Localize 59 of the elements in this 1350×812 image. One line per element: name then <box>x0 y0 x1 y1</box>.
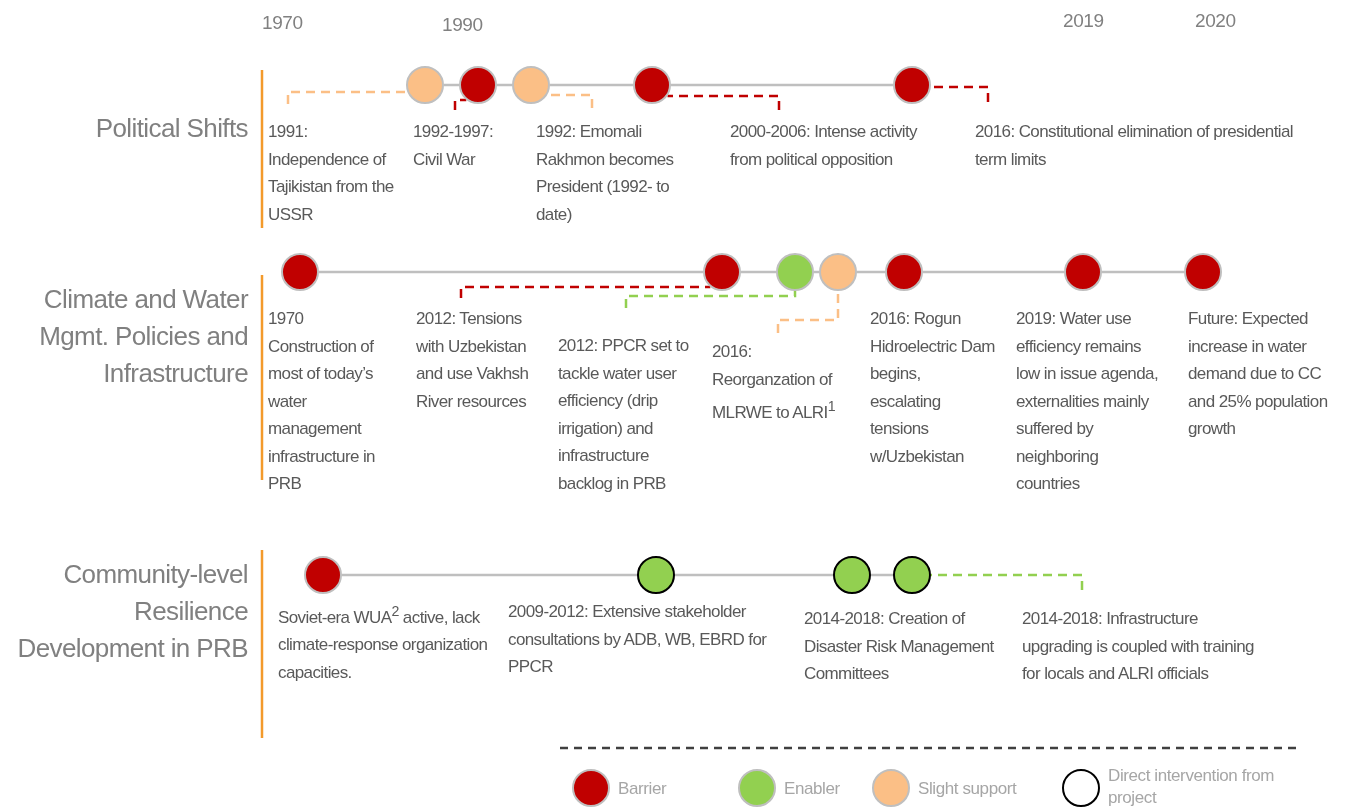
event-text: Soviet-era WUA$^{2}$ active, lack climate-response organization capacities. <box>278 602 489 684</box>
timeline-line <box>342 573 637 577</box>
timeline-dot <box>776 253 814 291</box>
timeline-dot <box>637 556 675 594</box>
timeline-line <box>741 270 776 274</box>
leader-line <box>624 291 797 308</box>
event-text: 2012: Tensions with Uzbekistan and use Vakhsh River resources <box>416 298 548 415</box>
timeline-dot <box>703 253 741 291</box>
timeline-dot <box>893 556 931 594</box>
timeline-line <box>871 573 893 577</box>
event-text: 2000-2006: Intense activity from political opposition <box>730 110 920 173</box>
event-text: 2016: Constitutional elimination of presidential term limits <box>975 102 1325 173</box>
timeline-line <box>675 573 833 577</box>
event-text: 1970 Construction of most of today’s water management infrastructure in PRB <box>268 308 376 495</box>
leader-line <box>286 90 408 104</box>
event-text: 2014-2018: Creation of Disaster Risk Management Committees <box>804 608 995 685</box>
legend-label: Enabler <box>784 778 841 800</box>
event-text: 2009-2012: Extensive stakeholder consultations by ADB, WB, EBRD for PPCR <box>508 601 768 678</box>
timeline-dot <box>633 66 671 104</box>
row-heading: Political Shifts <box>94 112 248 145</box>
timeline-line <box>857 270 885 274</box>
timeline-dot <box>893 66 931 104</box>
leader-line <box>776 291 840 333</box>
event-text: 1992-1997: Civil War <box>413 110 525 173</box>
timeline-line <box>671 83 893 87</box>
legend-label: Slight support <box>918 778 1018 800</box>
event-text: 2016: Reorganzation of MLRWE to ALRI$^{1}$ <box>712 333 842 427</box>
timeline-dot <box>406 66 444 104</box>
timeline-line <box>1102 270 1184 274</box>
timeline-line <box>923 270 1064 274</box>
event-text: 1992: Emomali Rakhmon becomes President (1992- to date) <box>536 108 708 228</box>
event-text: 2019: Water use efficiency remains low in issue agenda, externalities mainly suffered by neighboring countries <box>1016 308 1160 495</box>
leader-line <box>459 285 711 298</box>
timeline-dot <box>1184 253 1222 291</box>
year-label: 1990 <box>442 14 483 36</box>
timeline-dot <box>1064 253 1102 291</box>
timeline-dot <box>885 253 923 291</box>
timeline-dot <box>512 66 550 104</box>
timeline-dot <box>833 556 871 594</box>
leader-line <box>667 94 781 110</box>
event-text: 2016: Rogun Hidroelectric Dam begins, escalating tensions w/Uzbekistan <box>870 308 995 468</box>
event-text: 1991: Independence of Tajikistan from the USSR <box>268 104 406 228</box>
timeline-dot <box>459 66 497 104</box>
legend-label: Barrier <box>618 778 668 800</box>
timeline-line <box>550 83 633 87</box>
row-heading: Community-level Resilience Development in PRB <box>16 558 248 665</box>
timeline-dot <box>819 253 857 291</box>
timeline-line <box>319 270 703 274</box>
event-text: 2014-2018: Infrastructure upgrading is coupled with training for locals and ALRI officials <box>1022 590 1272 688</box>
year-label: 2020 <box>1195 10 1236 32</box>
event-text: 2012: PPCR set to tackle water user efficiency (drip irrigation) and infrastructure backlog in PRB <box>558 308 700 497</box>
timeline-dot <box>304 556 342 594</box>
event-text: Future: Expected increase in water demand due to CC and 25% population growth <box>1188 308 1329 440</box>
year-label: 1970 <box>262 12 303 34</box>
leader-line <box>453 98 467 110</box>
year-label: 2019 <box>1063 10 1104 32</box>
legend-label: Direct intervention from project <box>1108 765 1276 809</box>
timeline-dot <box>281 253 319 291</box>
row-heading: Climate and Water Mgmt. Policies and Infrastructure <box>38 283 248 390</box>
